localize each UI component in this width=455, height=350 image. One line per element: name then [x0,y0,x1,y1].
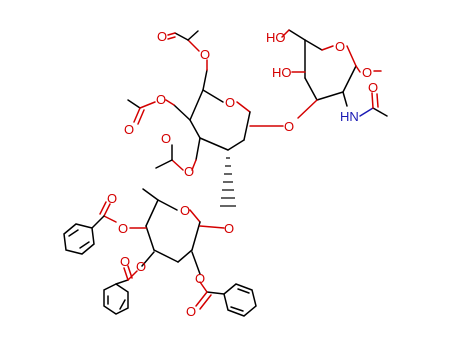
ring-oxygen-lower: O [180,203,190,218]
benzoate-c3-carbonyl: O [120,254,130,269]
benzoate-c3-oxygen: O [136,259,146,274]
glycosidic-oxygen-lower: O [224,221,234,236]
acetate-c6-carbonyl: O [157,29,167,44]
c4-hydroxyl: HO [272,65,292,80]
benzoate-c4-oxygen: O [118,221,128,236]
acetamide-carbonyl-o: O [368,80,378,95]
lower-pyranose-ring [63,188,257,317]
center-pyranose-ring [127,30,284,207]
ring-oxygen-center: O [225,95,235,110]
benzoate-c4-carbonyl: O [107,191,117,206]
hydroxymethyl-oh: HO [266,30,286,45]
ring-oxygen-right: O [335,39,345,54]
glycosidic-oxygen-right: O [284,119,294,134]
acetamide-nh: HN [340,109,359,124]
acetate-c3-oxygen: O [184,164,194,179]
hashed-bond [220,157,236,207]
right-pyranose-ring [281,29,388,119]
acetate-c4-carbonyl: O [124,122,134,137]
benzoate-c2-carbonyl: O [186,304,196,319]
acetate-c3-carbonyl: O [161,131,171,146]
anomeric-oxygen-methoxy: O [362,65,372,80]
acetate-c4-oxygen: O [156,92,166,107]
acetate-c6-oxygen: O [200,47,210,62]
benzoate-c2-oxygen: O [195,271,205,286]
